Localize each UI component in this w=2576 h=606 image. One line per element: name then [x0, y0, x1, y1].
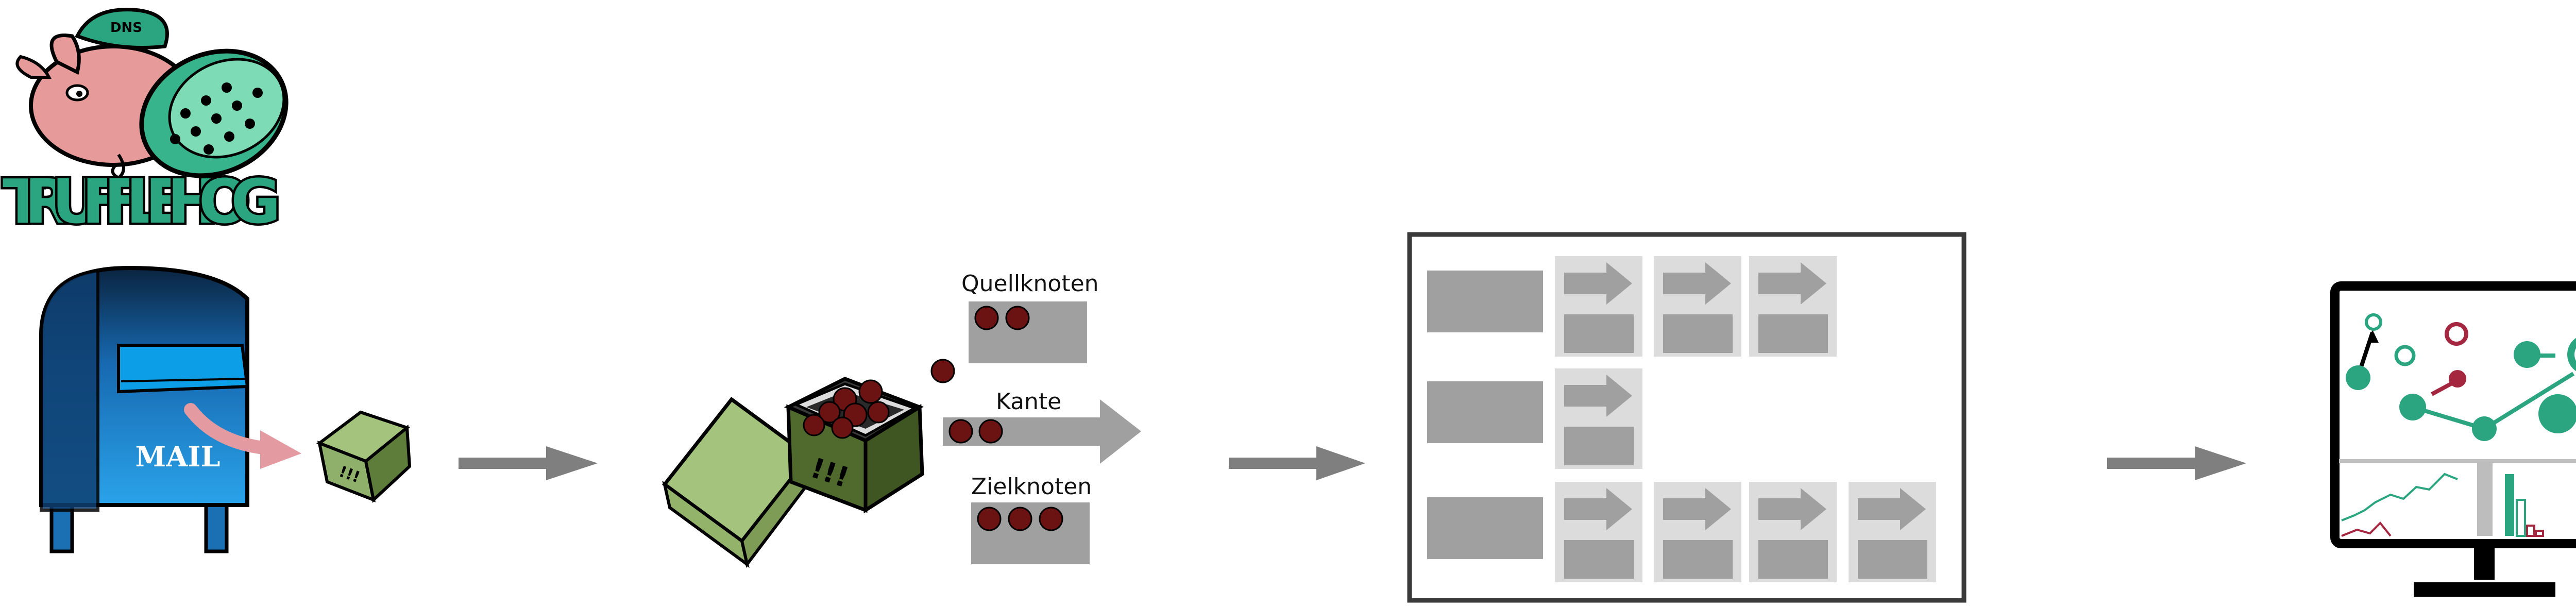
- task-tile-r1-1: [1555, 256, 1642, 357]
- hat-text: DNS: [110, 20, 142, 36]
- source-node-label: Quellknoten: [961, 271, 1099, 297]
- edge-group: [943, 399, 1141, 464]
- task-tile-r3-2: [1654, 482, 1741, 582]
- mail-flow-arrow-icon: [184, 403, 301, 469]
- task-tile-r2-1: [1555, 368, 1642, 469]
- target-node-group: [971, 502, 1090, 564]
- target-node-label: Zielknoten: [971, 474, 1092, 500]
- trufflehog-logo-icon: DNS TRUFFLEHOG: [1, 8, 289, 240]
- task-tile-r3-1: [1555, 482, 1642, 582]
- mailbox-label: MAIL: [135, 440, 221, 473]
- trufflehog-wordmark: TRUFFLEHOG: [3, 166, 281, 237]
- stage-block-row-2: [1427, 381, 1543, 443]
- flow-arrow-1-icon: [459, 446, 598, 480]
- task-tile-r1-3: [1749, 256, 1837, 357]
- task-tile-r1-2: [1654, 256, 1741, 357]
- stage-block-row-3: [1427, 497, 1543, 559]
- source-node-group: [969, 301, 1087, 363]
- task-tile-r3-3: [1749, 482, 1837, 582]
- mailbox-icon: MAIL: [39, 265, 249, 553]
- processing-frame: [1407, 232, 1967, 603]
- flow-arrow-2-icon: [1229, 446, 1365, 480]
- monitor-dashboard-icon: [2330, 281, 2576, 597]
- flow-arrow-3-icon: [2107, 446, 2246, 480]
- task-tile-r3-4: [1849, 482, 1936, 582]
- package-icon: !!!: [316, 410, 412, 503]
- open-box-icon: !!!: [662, 359, 955, 568]
- edge-label: Kante: [996, 389, 1062, 415]
